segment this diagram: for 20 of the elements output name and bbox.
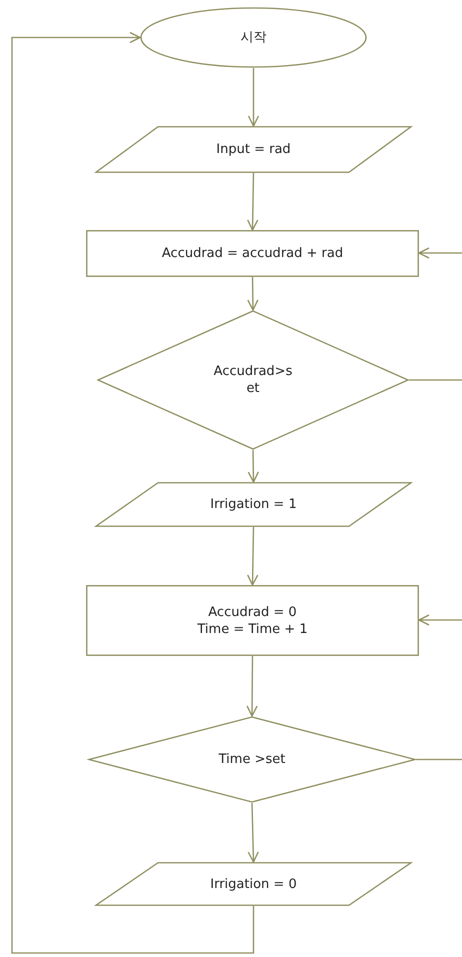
arrow xyxy=(11,32,254,954)
arrow xyxy=(248,450,259,483)
decision-diamond: Accudrad>s et xyxy=(97,310,409,450)
input-output-parallelogram: Input = rad xyxy=(95,126,412,173)
start-ellipse: 시작 xyxy=(140,7,367,68)
input-output-parallelogram: Irrigation = 1 xyxy=(95,482,412,527)
arrow xyxy=(418,247,462,259)
input-output-parallelogram: Irrigation = 0 xyxy=(95,862,412,906)
arrow xyxy=(247,526,258,586)
arrow xyxy=(248,68,260,127)
arrow xyxy=(418,614,462,626)
connector-line xyxy=(416,758,462,760)
process-box: Accudrad = accudrad + rad xyxy=(86,230,419,277)
connector-line xyxy=(409,379,462,381)
process-box: Accudrad = 0 Time = Time + 1 xyxy=(86,585,419,656)
arrow xyxy=(246,656,258,717)
arrow xyxy=(248,802,259,863)
arrow xyxy=(247,172,258,231)
arrow xyxy=(247,277,258,311)
decision-diamond: Time >set xyxy=(88,716,416,803)
